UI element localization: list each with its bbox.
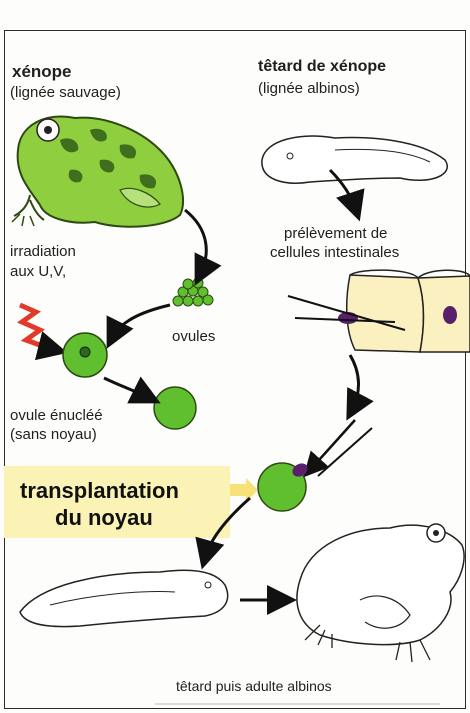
albino-tadpole-top [262,136,447,183]
irradiation-label-line1: irradiation [10,243,76,260]
intestinal-cells [338,270,470,352]
uv-ray-icon [20,305,48,348]
final-caption: têtard puis adulte albinos [176,678,332,694]
enucleated-egg [154,387,196,429]
wild-frog-illustration [12,117,183,227]
irradiation-label-line2: aux U,V, [10,263,66,280]
arrow-cells-to-egg [350,355,359,410]
prelevement-label-line1: prélèvement de [284,225,387,242]
arrow-frog-to-ovules [185,210,206,275]
transplantation-label-line1: transplantation [20,478,179,503]
albino-tadpole-bottom [20,570,228,626]
albino-adult-frog [297,524,464,662]
xenope-title: xénope [12,62,72,82]
recipient-egg [258,461,310,511]
arrow-egg-to-tadpole [205,498,250,558]
transplantation-pointer-icon [230,478,258,502]
transplantation-label-line2: du noyau [55,505,153,530]
enucleated-label-line2: (sans noyau) [10,426,97,443]
ovules-cluster [173,278,213,306]
arrow-ovules-to-egg [112,305,170,338]
ovules-label: ovules [172,328,215,345]
xenope-lineage: (lignée sauvage) [10,84,121,101]
enucleated-label-line1: ovule énucléé [10,407,103,424]
tetard-title: têtard de xénope [258,58,386,76]
arrow-egg-to-enucleated [104,378,150,398]
tetard-lineage: (lignée albinos) [258,80,360,97]
egg-with-nucleus [63,333,107,377]
prelevement-label-line2: cellules intestinales [270,244,399,261]
